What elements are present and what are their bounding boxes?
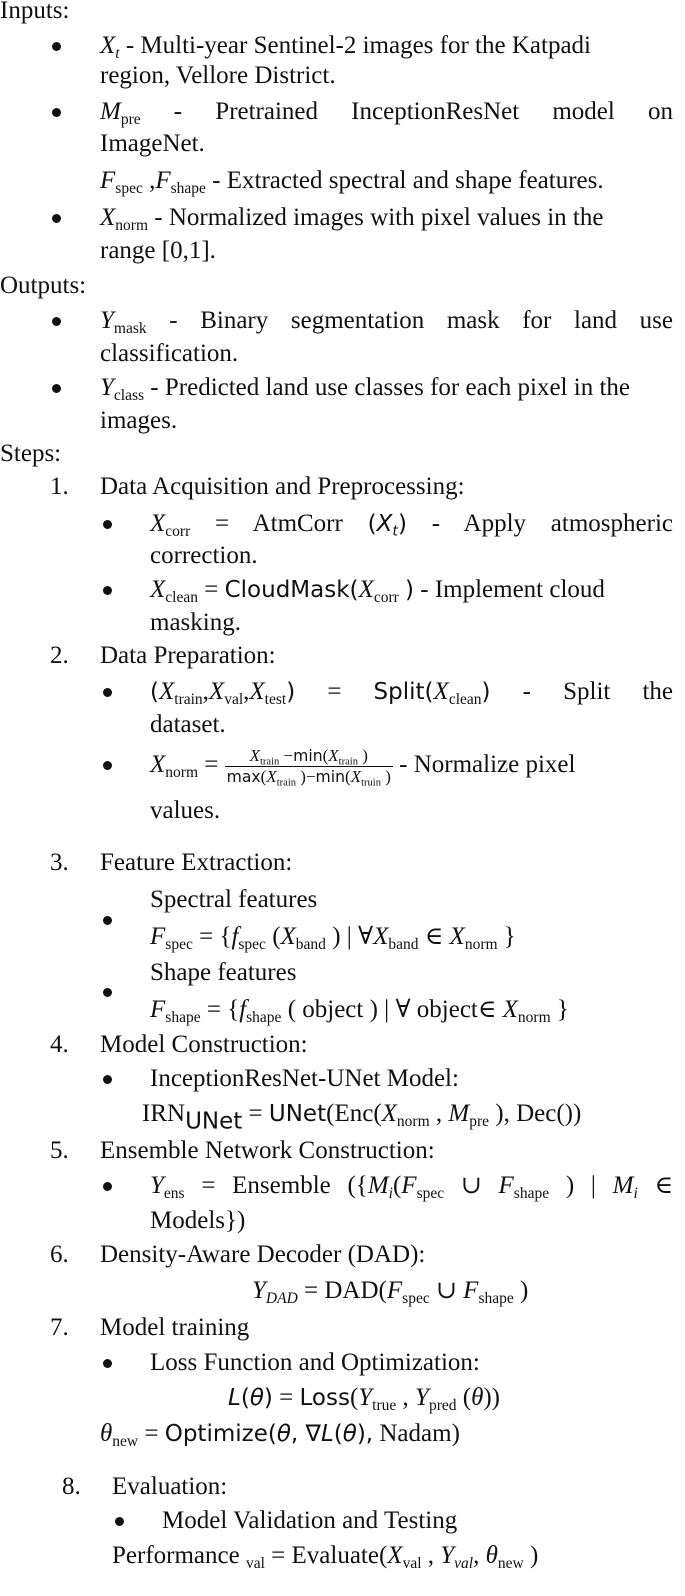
bullet-icon xyxy=(103,761,112,770)
bullet-icon xyxy=(52,214,61,223)
normalize-fraction: Xtrain −min(Xtrain ) max(Xtrain )−min(Xt… xyxy=(224,745,393,789)
step7-loss-eq: L(θ) = Loss(Ytrue , Ypred (θ)) xyxy=(228,1384,500,1414)
bullet-icon xyxy=(52,384,61,393)
output-item-yclass: Yclass - Predicted land use classes for … xyxy=(100,374,630,404)
step-title: Model training xyxy=(100,1314,250,1341)
step7-optimize-eq: θnew = Optimize(θ, ∇L(θ), Nadam) xyxy=(100,1420,460,1450)
step3-spectral-eq: Fspec = {fspec (Xband ) | ∀Xband ∈ Xnorm… xyxy=(150,923,516,953)
step2-split-cont: dataset. xyxy=(150,711,226,738)
step-number: 3. xyxy=(50,849,69,876)
step-number: 5. xyxy=(50,1137,69,1164)
step1-atmcorr-cont: correction. xyxy=(150,542,258,569)
input-item-mpre: Mpre - Pretrained InceptionResNet model … xyxy=(100,98,673,128)
step8-validation-label: Model Validation and Testing xyxy=(162,1507,458,1534)
output-item-yclass-cont: images. xyxy=(100,407,178,434)
step-number: 1. xyxy=(50,473,69,500)
inputs-heading: Inputs: xyxy=(0,0,70,24)
bullet-icon xyxy=(103,916,112,925)
step3-shape-eq: Fshape = {fshape ( object ) | ∀ object∈ … xyxy=(150,996,569,1026)
step6-dad-eq: YDAD = DAD(Fspec ∪ Fshape ) xyxy=(252,1277,529,1307)
step1-cloudmask: Xclean = CloudMask(Xcorr ) - Implement c… xyxy=(150,576,605,606)
step5-ensemble-eq: Yens = Ensemble ({Mi(Fspec ∪ Fshape ) | … xyxy=(150,1172,674,1202)
bullet-icon xyxy=(103,1182,112,1191)
step7-loss-label: Loss Function and Optimization: xyxy=(150,1349,480,1376)
bullet-icon xyxy=(103,1075,112,1084)
input-item-xt: Xt - Multi-year Sentinel-2 images for th… xyxy=(100,32,591,62)
step2-normalize-cont: values. xyxy=(150,797,221,824)
bullet-icon xyxy=(115,1517,124,1526)
step-number: 2. xyxy=(50,642,69,669)
step-title: Data Preparation: xyxy=(100,642,276,669)
steps-heading: Steps: xyxy=(0,440,62,467)
step-title: Model Construction: xyxy=(100,1031,308,1058)
step-number: 8. xyxy=(62,1473,81,1500)
bullet-icon xyxy=(103,520,112,529)
bullet-icon xyxy=(103,688,112,697)
step3-shape-label: Shape features xyxy=(150,959,297,986)
output-item-ymask-cont: classification. xyxy=(100,340,239,367)
step2-normalize: Xnorm = Xtrain −min(Xtrain ) max(Xtrain … xyxy=(150,745,576,789)
input-item-xnorm: Xnorm - Normalized images with pixel val… xyxy=(100,204,604,234)
bullet-icon xyxy=(103,1359,112,1368)
output-item-ymask: Ymask - Binary segmentation mask for lan… xyxy=(100,307,673,337)
step-number: 4. xyxy=(50,1031,69,1058)
bullet-icon xyxy=(103,586,112,595)
step-number: 6. xyxy=(50,1241,69,1268)
step-title: Evaluation: xyxy=(112,1473,228,1500)
step-title: Density-Aware Decoder (DAD): xyxy=(100,1241,426,1268)
bullet-icon xyxy=(103,988,112,997)
input-item-mpre-cont: ImageNet. xyxy=(100,130,205,157)
bullet-icon xyxy=(52,42,61,51)
step1-atmcorr: Xcorr = AtmCorr (Xt) - Apply atmospheric xyxy=(150,510,673,540)
step4-model-eq: IRNUNet = UNet(Enc(Xnorm , Mpre ), Dec()… xyxy=(142,1100,582,1135)
step5-ensemble-cont: Models}) xyxy=(150,1207,246,1234)
bullet-icon xyxy=(52,108,61,117)
step-title: Ensemble Network Construction: xyxy=(100,1137,435,1164)
step-number: 7. xyxy=(50,1314,69,1341)
step3-spectral-label: Spectral features xyxy=(150,886,318,913)
input-item-xt-cont: region, Vellore District. xyxy=(100,62,336,89)
bullet-icon xyxy=(52,317,61,326)
input-item-xnorm-cont: range [0,1]. xyxy=(100,237,216,264)
step4-model-label: InceptionResNet-UNet Model: xyxy=(150,1065,459,1092)
outputs-heading: Outputs: xyxy=(0,272,87,299)
input-item-features: Fspec ,Fshape - Extracted spectral and s… xyxy=(100,167,604,197)
step8-evaluate-eq: Performance val = Evaluate(Xval , Yval, … xyxy=(112,1542,539,1572)
step2-split: (Xtrain,Xval,Xtest) = Split(Xclean) - Sp… xyxy=(150,678,674,708)
step-title: Feature Extraction: xyxy=(100,849,293,876)
step-title: Data Acquisition and Preprocessing: xyxy=(100,473,465,500)
step1-cloudmask-cont: masking. xyxy=(150,609,241,636)
